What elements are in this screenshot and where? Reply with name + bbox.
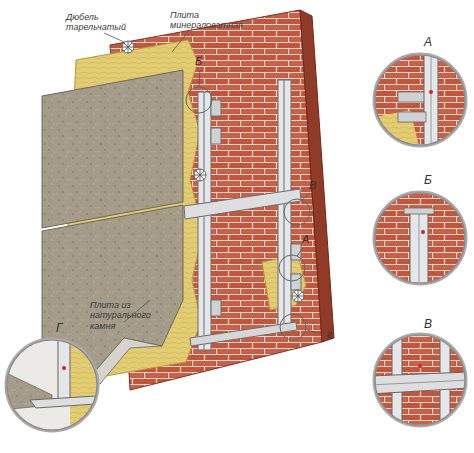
callout-letter: А [424, 36, 432, 48]
circle-outline [375, 335, 465, 425]
circle-outline [278, 254, 306, 282]
circle-outline [284, 199, 310, 225]
circle-outline [283, 198, 311, 226]
callout-letter: Г [56, 322, 63, 334]
callout-circle: г [279, 313, 307, 341]
callout-letter: Б [195, 56, 202, 67]
circle-outline [7, 340, 97, 430]
callout-letter: А [302, 234, 309, 245]
detail-circle: В [374, 334, 466, 426]
callout-letter: В [309, 180, 316, 191]
part-label: Плита из натурального камня [90, 300, 164, 331]
circle-outline [374, 192, 466, 284]
circle-outline [186, 87, 212, 113]
circle-outline [6, 339, 98, 431]
circle-outline [375, 193, 465, 283]
circle-outline [375, 55, 465, 145]
callout-circle: А [278, 254, 306, 282]
circle-outline [280, 314, 306, 340]
callout-letter: г [327, 329, 332, 340]
circle-outline [185, 86, 213, 114]
callout-letter: Б [424, 174, 432, 186]
part-label: Дюбель тарельчатый [66, 12, 120, 33]
callout-letter: В [424, 318, 432, 330]
detail-circle: А [374, 54, 466, 146]
circle-outline [279, 313, 307, 341]
circle-outline [374, 334, 466, 426]
circle-outline [279, 255, 305, 281]
part-label: Плита минераловатная [170, 10, 242, 31]
detail-circle: Б [374, 192, 466, 284]
callout-circle: В [283, 198, 311, 226]
callout-circle: Б [185, 86, 213, 114]
circle-outline [374, 54, 466, 146]
detail-circle: Г [6, 339, 98, 431]
